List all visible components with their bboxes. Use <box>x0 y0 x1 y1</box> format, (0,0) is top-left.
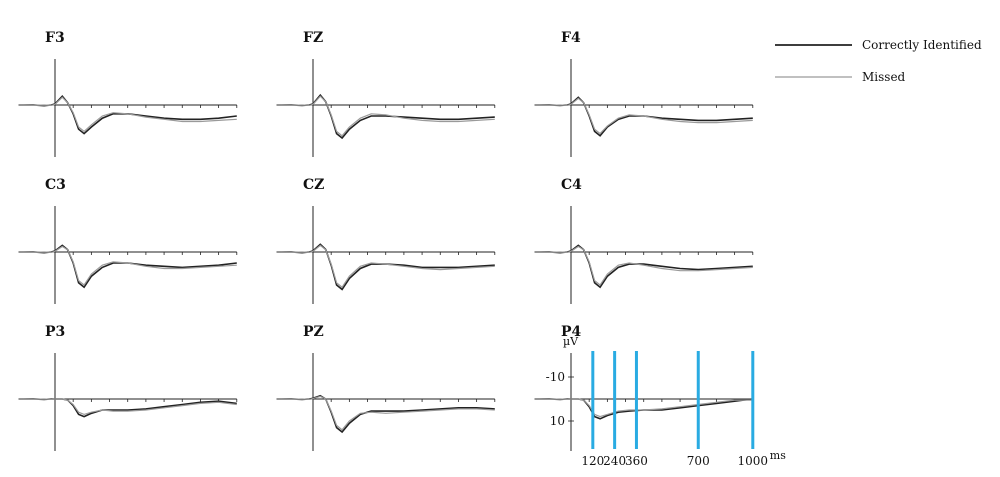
x-tick-label: 360 <box>625 454 648 468</box>
panel-f4: F4 <box>534 30 754 157</box>
panel-label-p3: P3 <box>45 324 65 340</box>
legend: Correctly Identified Missed <box>775 38 982 84</box>
series-line-missed <box>18 398 237 416</box>
panel-label-c3: C3 <box>45 177 66 193</box>
legend-label-correctly-identified: Correctly Identified <box>862 38 982 52</box>
series-line-missed <box>18 96 237 133</box>
x-tick-label: 240 <box>603 454 626 468</box>
y-tick-label: 10 <box>550 414 565 428</box>
panel-c3: C3 <box>18 177 238 304</box>
panel-label-c4: C4 <box>561 177 582 193</box>
legend-label-missed: Missed <box>862 70 906 84</box>
series-line-correctly-identified <box>18 94 237 135</box>
panel-label-cz: CZ <box>303 177 324 193</box>
panel-cz: CZ <box>276 177 496 304</box>
panel-f3: F3 <box>18 30 238 157</box>
panel-label-f4: F4 <box>561 30 581 46</box>
series-line-missed <box>276 244 495 289</box>
series-line-correctly-identified <box>276 243 495 291</box>
panel-label-pz: PZ <box>303 324 324 340</box>
series-line-correctly-identified <box>276 93 495 140</box>
y-unit-label: µV <box>563 335 579 348</box>
panel-c4: C4 <box>534 177 754 304</box>
panel-p3: P3 <box>18 324 238 451</box>
series-line-missed <box>534 245 753 286</box>
series-line-missed <box>534 398 753 418</box>
series-line-missed <box>276 95 495 137</box>
series-line-missed <box>18 245 237 286</box>
series-line-missed <box>276 395 495 431</box>
x-unit-label: ms <box>770 449 786 462</box>
x-tick-label: 700 <box>687 454 710 468</box>
panel-label-f3: F3 <box>45 30 65 46</box>
y-tick-label: -10 <box>546 370 565 384</box>
panel-label-p4: P4 <box>561 324 582 340</box>
x-tick-label: 1000 <box>738 454 769 468</box>
series-line-missed <box>534 97 753 135</box>
panel-fz: FZ <box>276 30 496 157</box>
panel-pz: PZ <box>276 324 496 451</box>
panel-label-fz: FZ <box>303 30 323 46</box>
x-tick-label: 120 <box>581 454 604 468</box>
